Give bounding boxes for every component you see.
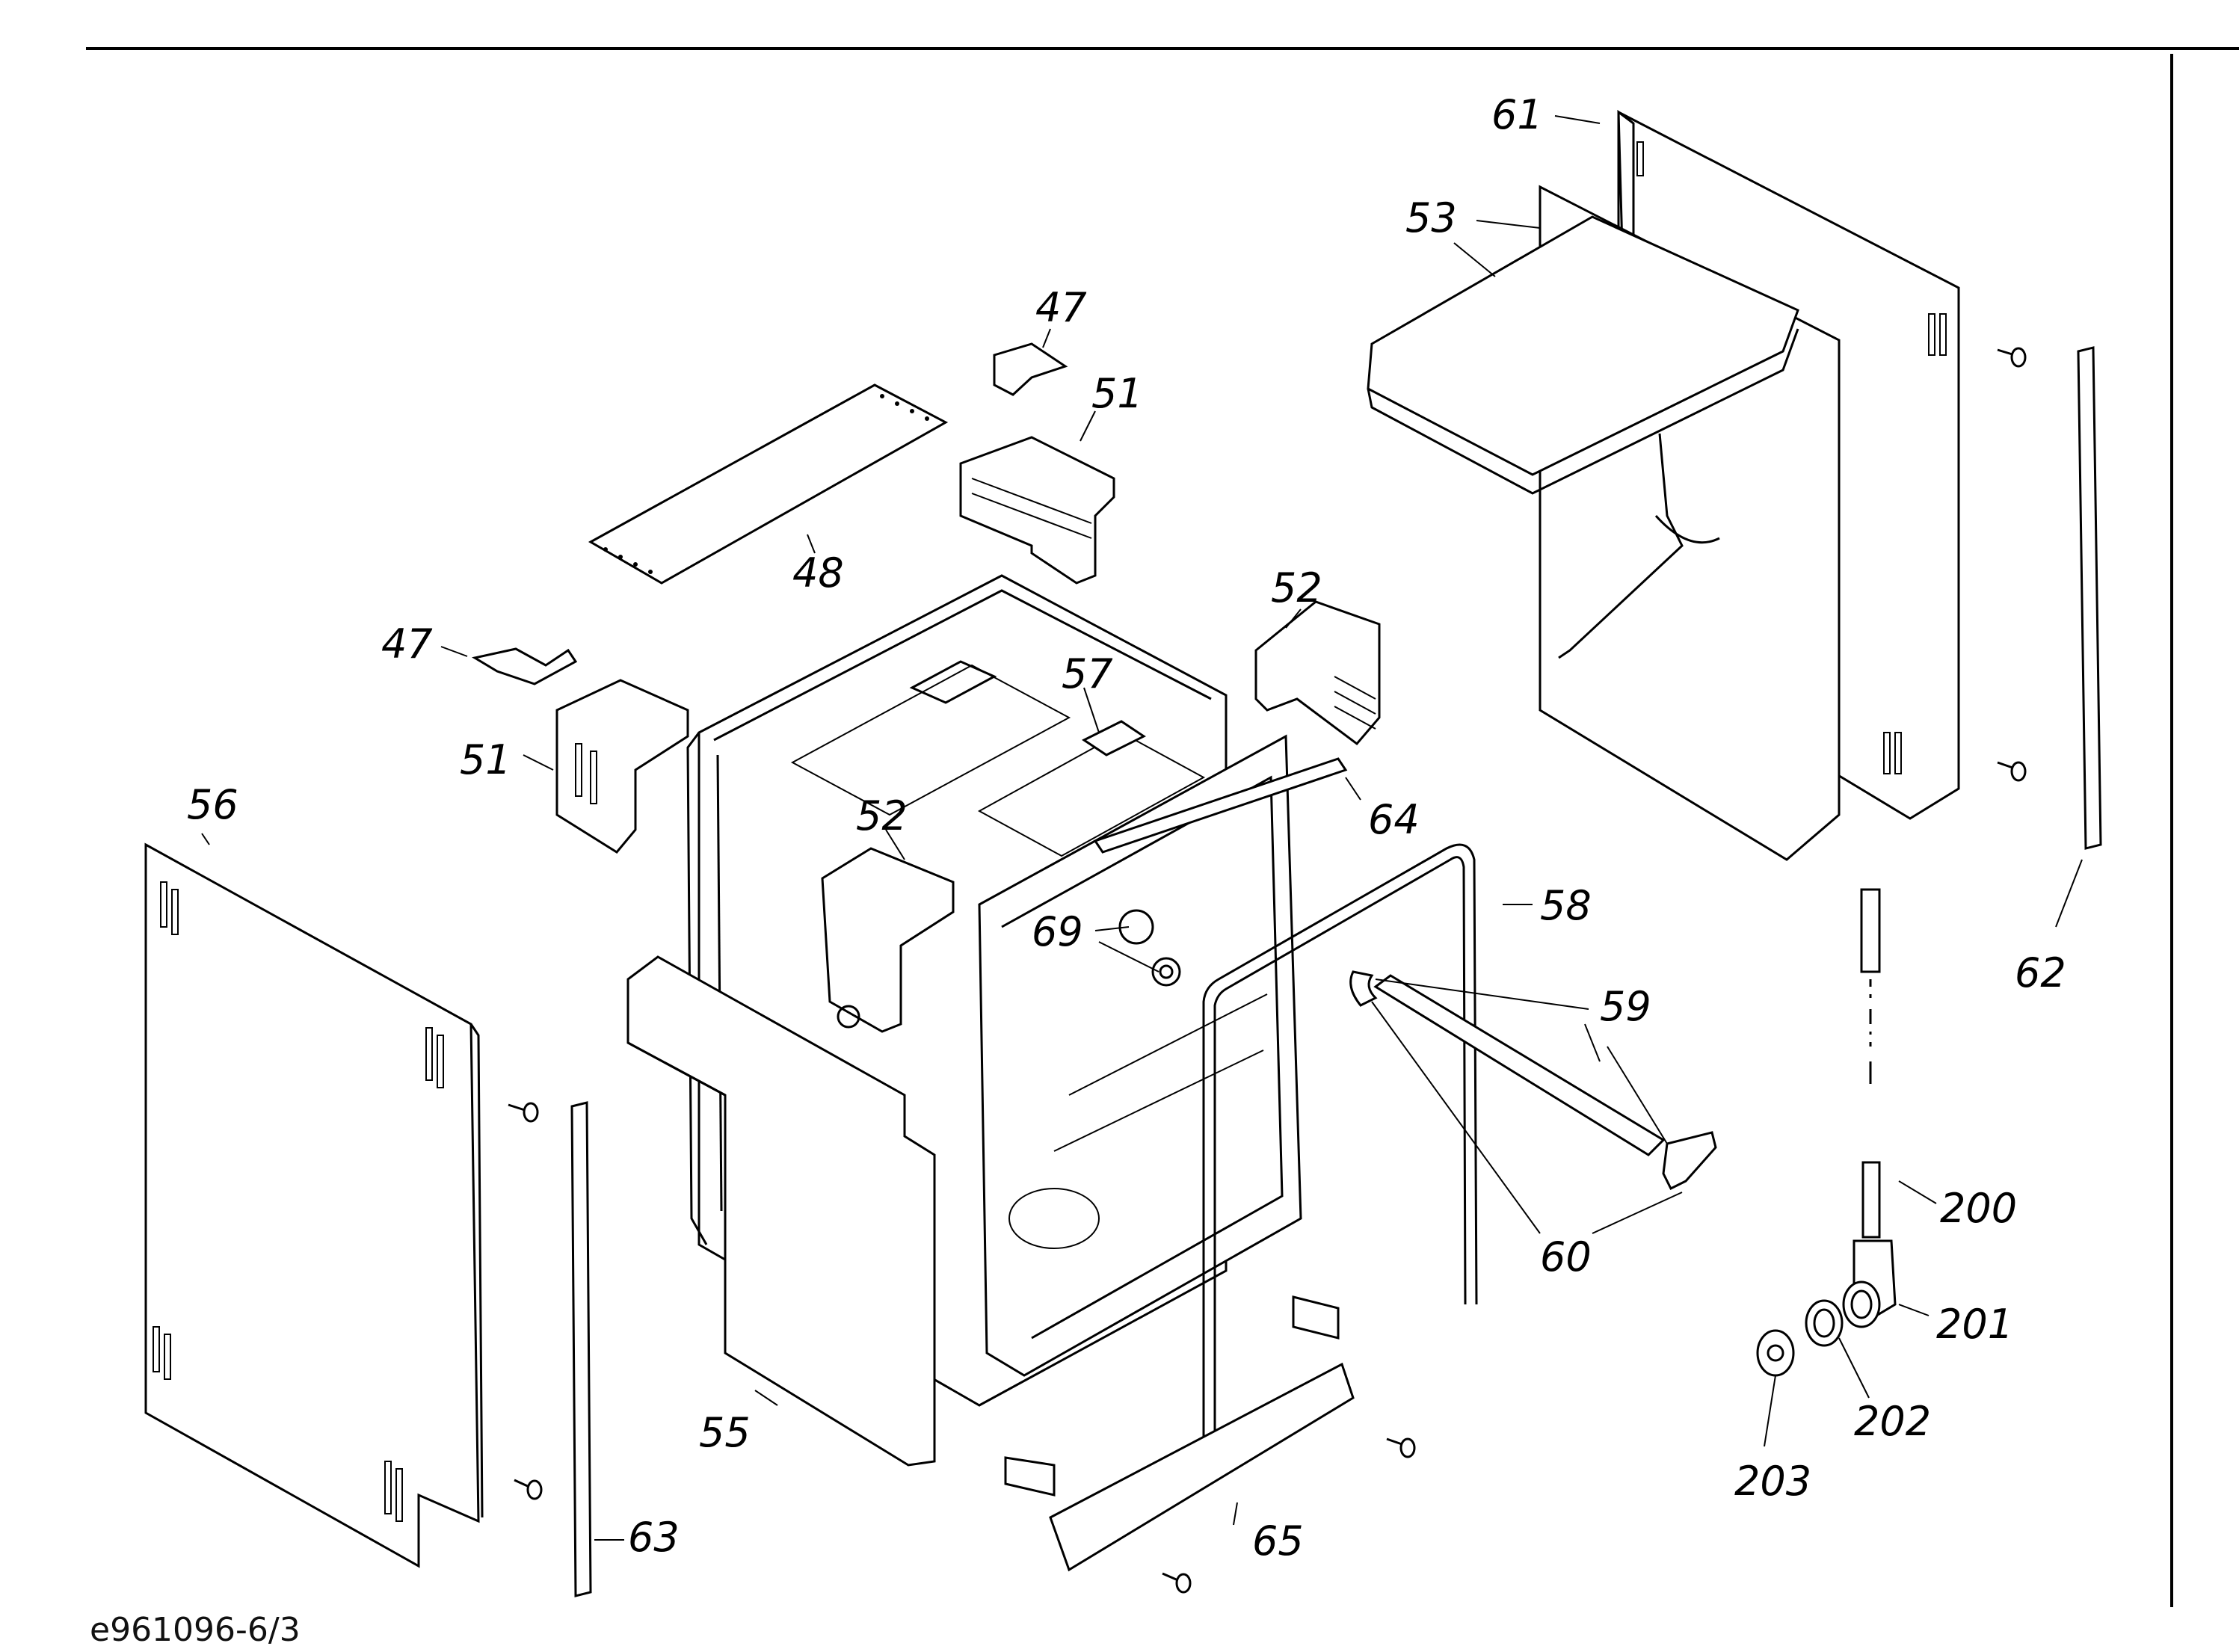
label-59: 59 xyxy=(1600,983,1651,1030)
label-203: 203 xyxy=(1734,1458,1811,1505)
part-59-door-rail xyxy=(1349,970,1717,1191)
screw-icon-bottom-right xyxy=(1386,1437,1416,1458)
label-64: 64 xyxy=(1368,796,1420,843)
screw-icon-left-lower xyxy=(514,1479,543,1500)
label-53: 53 xyxy=(1405,194,1457,241)
part-203-cap xyxy=(1756,1329,1795,1377)
screw-icon-right-upper xyxy=(1997,347,2027,368)
part-51-hinge-bracket-lower xyxy=(555,679,689,854)
screw-icon-right-lower xyxy=(1997,761,2027,782)
part-201-elbow xyxy=(1842,1239,1897,1328)
part-202-ring xyxy=(1805,1299,1844,1347)
screw-icon-left-upper xyxy=(508,1102,539,1123)
part-64-rail xyxy=(1093,757,1348,854)
part-52-cover-left xyxy=(821,847,955,1033)
label-47-upper: 47 xyxy=(1035,284,1087,331)
label-61: 61 xyxy=(1491,91,1543,138)
part-55-front-panel xyxy=(626,955,936,1467)
label-200: 200 xyxy=(1940,1185,2017,1232)
part-52-cover-right xyxy=(1254,600,1381,746)
part-63-left-trim-strip xyxy=(570,1101,592,1597)
part-58-door-seal xyxy=(1202,843,1478,1461)
label-201: 201 xyxy=(1936,1301,2013,1348)
label-63: 63 xyxy=(628,1514,680,1561)
part-47-bracket-lower xyxy=(471,647,578,685)
label-60: 60 xyxy=(1540,1233,1592,1280)
screw-icon-bottom-center xyxy=(1162,1572,1192,1594)
label-52-right: 52 xyxy=(1271,564,1322,611)
leader-lines xyxy=(201,115,2083,1541)
part-65-bottom-trim xyxy=(1004,1295,1355,1572)
part-56-side-panel xyxy=(144,842,484,1568)
label-55: 55 xyxy=(699,1409,751,1456)
label-52-left: 52 xyxy=(856,792,908,839)
label-65: 65 xyxy=(1252,1517,1304,1565)
label-56: 56 xyxy=(187,781,238,828)
label-58: 58 xyxy=(1540,882,1592,929)
part-200-hose xyxy=(1860,888,1881,1239)
label-48: 48 xyxy=(792,549,844,597)
label-51-lower: 51 xyxy=(460,736,511,783)
part-69-roller xyxy=(1118,909,1181,987)
part-57-clip xyxy=(1082,720,1146,756)
part-53-insulation-cover xyxy=(1367,185,1841,861)
label-69: 69 xyxy=(1032,908,1083,955)
part-48-top-plate xyxy=(588,383,949,585)
drawing-reference-number: e961096-6/3 xyxy=(90,1611,301,1648)
label-51-upper: 51 xyxy=(1091,370,1143,417)
label-47-lower: 47 xyxy=(381,620,433,668)
label-57: 57 xyxy=(1062,650,1113,697)
dishwasher-tub-body xyxy=(686,574,1302,1407)
label-202: 202 xyxy=(1854,1398,1931,1445)
label-62: 62 xyxy=(2015,949,2066,996)
part-47-bracket-upper xyxy=(993,342,1068,396)
part-51-hinge-bracket-upper xyxy=(959,436,1115,585)
part-62-right-trim-strip xyxy=(2077,346,2102,850)
